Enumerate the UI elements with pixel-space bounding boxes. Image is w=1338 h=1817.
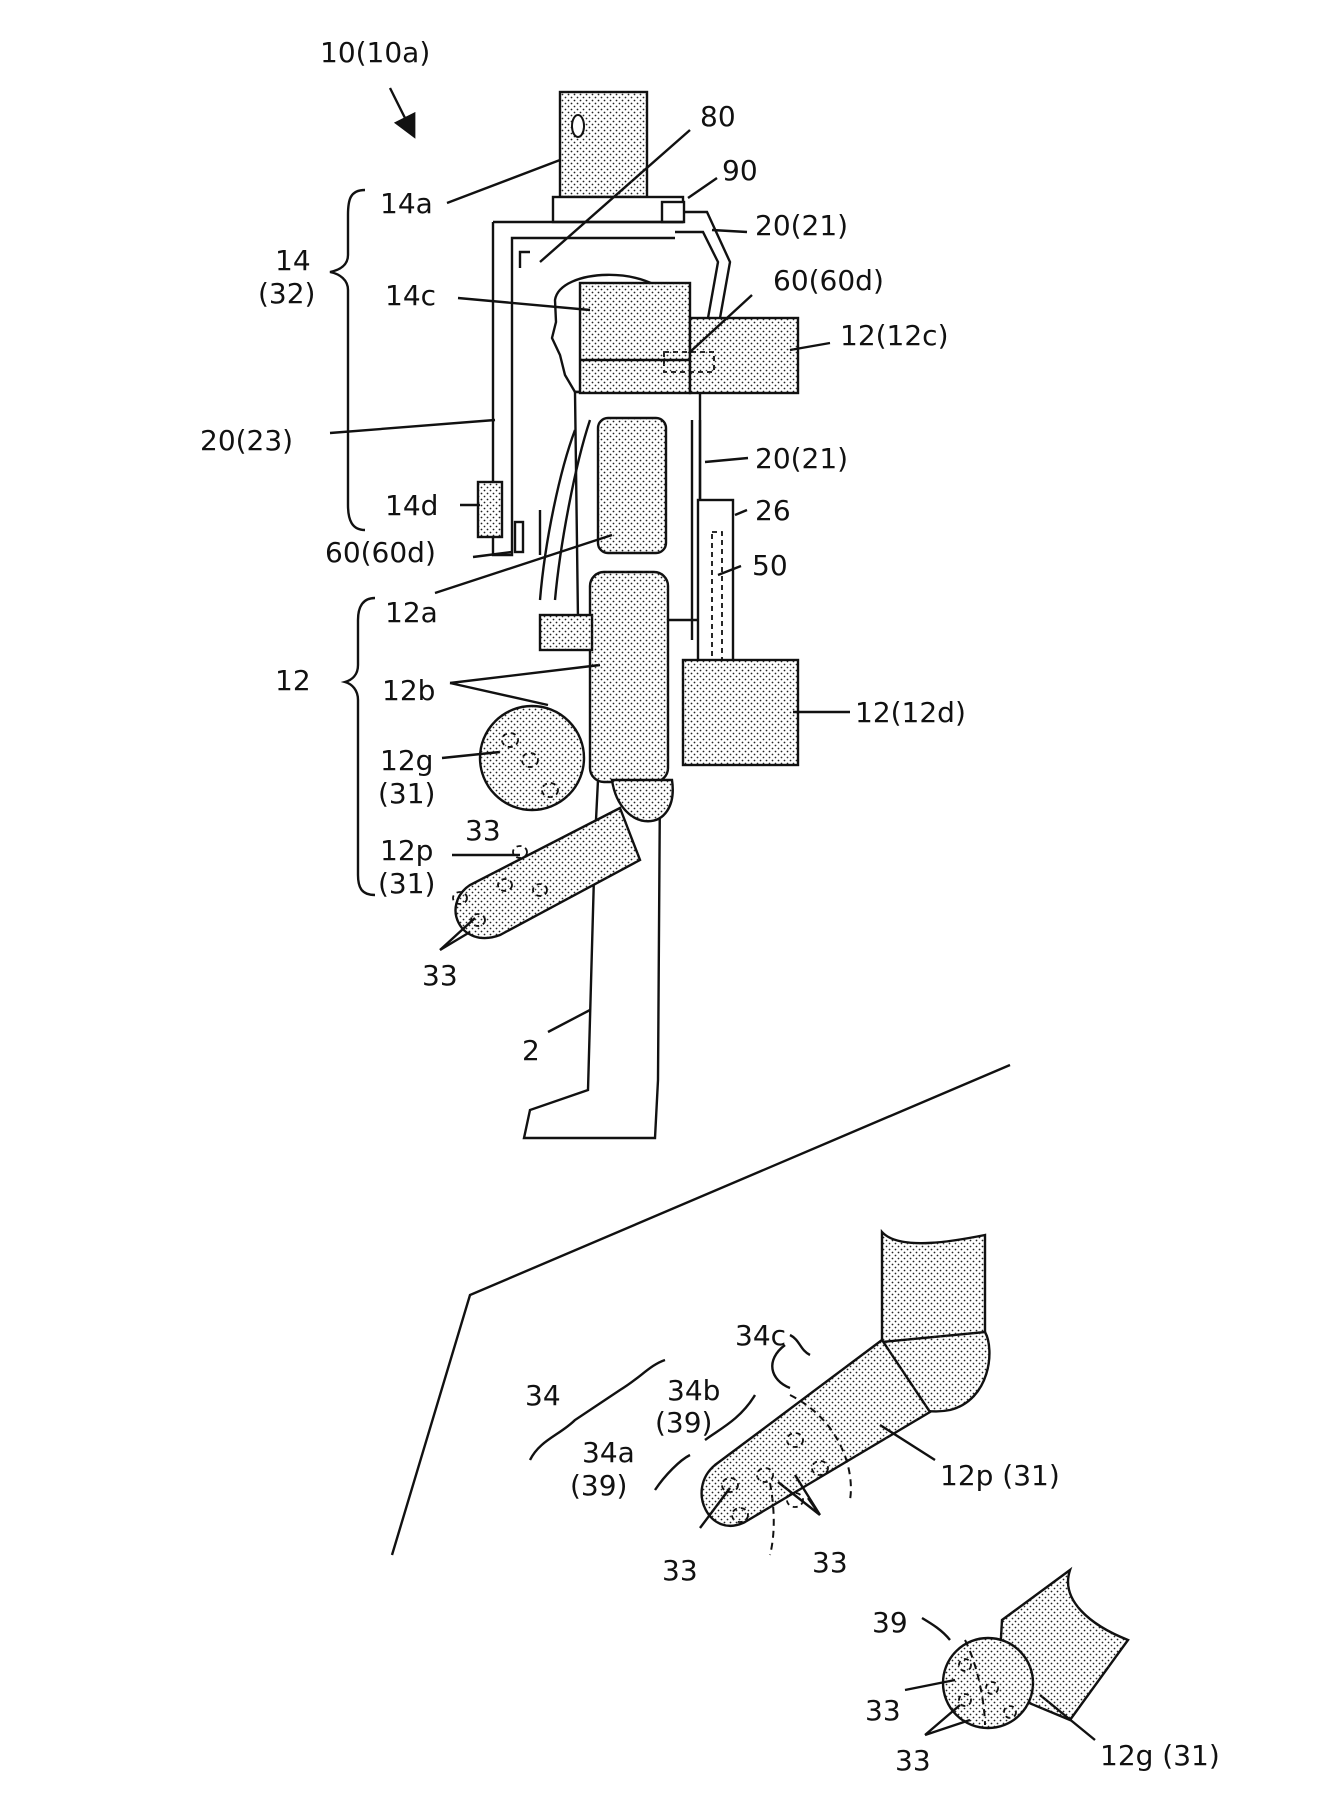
leader-12p-detail xyxy=(880,1425,935,1460)
label-31-g: (31) xyxy=(378,777,435,810)
label-14: 14 xyxy=(275,244,311,277)
label-20-21-mid: 20(21) xyxy=(755,442,848,475)
label-12g: 12g xyxy=(380,744,433,777)
camera-lens xyxy=(572,115,584,137)
upper-arm-detail xyxy=(882,1232,985,1345)
sensor-60d-low xyxy=(515,522,523,552)
label-12p: 12p xyxy=(380,834,433,867)
label-31-p: (31) xyxy=(378,867,435,900)
torso-unit-12b xyxy=(590,572,668,782)
label-32: (32) xyxy=(258,277,315,310)
label-14c: 14c xyxy=(385,279,436,312)
forearm-12p-detail xyxy=(702,1340,930,1526)
label-14a: 14a xyxy=(380,187,433,220)
label-12g-31: 12g (31) xyxy=(1100,1739,1220,1772)
label-50: 50 xyxy=(752,549,788,582)
brace-12 xyxy=(345,598,375,895)
label-33-c: 33 xyxy=(662,1554,698,1587)
label-12a: 12a xyxy=(385,596,438,629)
label-14d: 14d xyxy=(385,489,438,522)
label-39-a: (39) xyxy=(570,1469,627,1502)
battery-unit-12d xyxy=(683,660,798,765)
label-26: 26 xyxy=(755,494,791,527)
label-12-12c: 12(12c) xyxy=(840,319,949,352)
label-34c: 34c xyxy=(735,1319,786,1352)
label-33-e: 33 xyxy=(865,1694,901,1727)
label-60-60d-top: 60(60d) xyxy=(773,264,884,297)
unit-90 xyxy=(662,202,684,222)
label-34: 34 xyxy=(525,1379,561,1412)
label-12-12d: 12(12d) xyxy=(855,696,966,729)
hand-sphere-12g xyxy=(480,706,584,810)
shoulder-unit-12c xyxy=(690,318,798,393)
label-60-60d-low: 60(60d) xyxy=(325,536,436,569)
device-arrow xyxy=(390,88,410,128)
label-12b: 12b xyxy=(382,674,435,707)
label-12p-31: 12p (31) xyxy=(940,1459,1060,1492)
label-90: 90 xyxy=(722,154,758,187)
brace-39 xyxy=(922,1618,950,1640)
inner-frame-80 xyxy=(520,252,530,268)
brace-34a xyxy=(655,1455,690,1490)
rear-module-14d xyxy=(478,482,502,537)
sphere-detail-drawing xyxy=(905,1570,1128,1740)
label-20-21-top: 20(21) xyxy=(755,209,848,242)
waist-belt xyxy=(540,615,592,650)
brace-14 xyxy=(330,190,365,530)
label-80: 80 xyxy=(700,100,736,133)
label-34a: 34a xyxy=(582,1436,635,1469)
label-33-a: 33 xyxy=(465,814,501,847)
torso-unit-12a xyxy=(598,418,666,553)
label-39: 39 xyxy=(872,1606,908,1639)
label-34b: 34b xyxy=(667,1374,720,1407)
label-39-b: (39) xyxy=(655,1406,712,1439)
label-33-f: 33 xyxy=(895,1744,931,1777)
head-unit-14c xyxy=(580,283,690,393)
label-2: 2 xyxy=(522,1034,540,1067)
label-33-b: 33 xyxy=(422,959,458,992)
forearm-detail-drawing xyxy=(530,1232,989,1555)
head-camera-14a xyxy=(560,92,647,197)
sphere-12g-detail xyxy=(943,1638,1033,1728)
label-device: 10(10a) xyxy=(320,36,430,69)
label-33-d: 33 xyxy=(812,1546,848,1579)
label-12: 12 xyxy=(275,664,311,697)
label-20-23: 20(23) xyxy=(200,424,293,457)
